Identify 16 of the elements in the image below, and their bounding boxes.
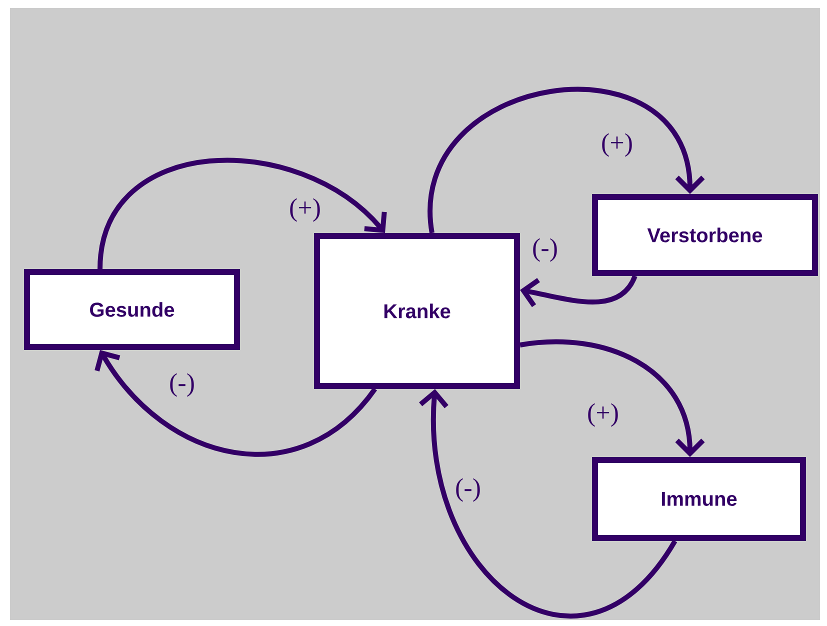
state-box: Immune — [592, 456, 806, 541]
arrow — [520, 274, 638, 308]
arrow — [98, 158, 387, 270]
edge-label: (-) — [170, 373, 194, 397]
arrow — [428, 87, 705, 234]
state-box: Kranke — [314, 233, 520, 389]
arrow — [520, 339, 705, 457]
edge-label: (-) — [456, 478, 480, 502]
edge-label: (-) — [533, 238, 557, 262]
edge-label: (+) — [290, 198, 320, 222]
edge-label: (+) — [602, 133, 632, 157]
arrow — [94, 350, 377, 457]
edge-label: (+) — [588, 403, 618, 427]
state-box: Gesunde — [24, 268, 240, 350]
arrow — [419, 388, 678, 619]
state-box: Verstorbene — [592, 194, 818, 276]
